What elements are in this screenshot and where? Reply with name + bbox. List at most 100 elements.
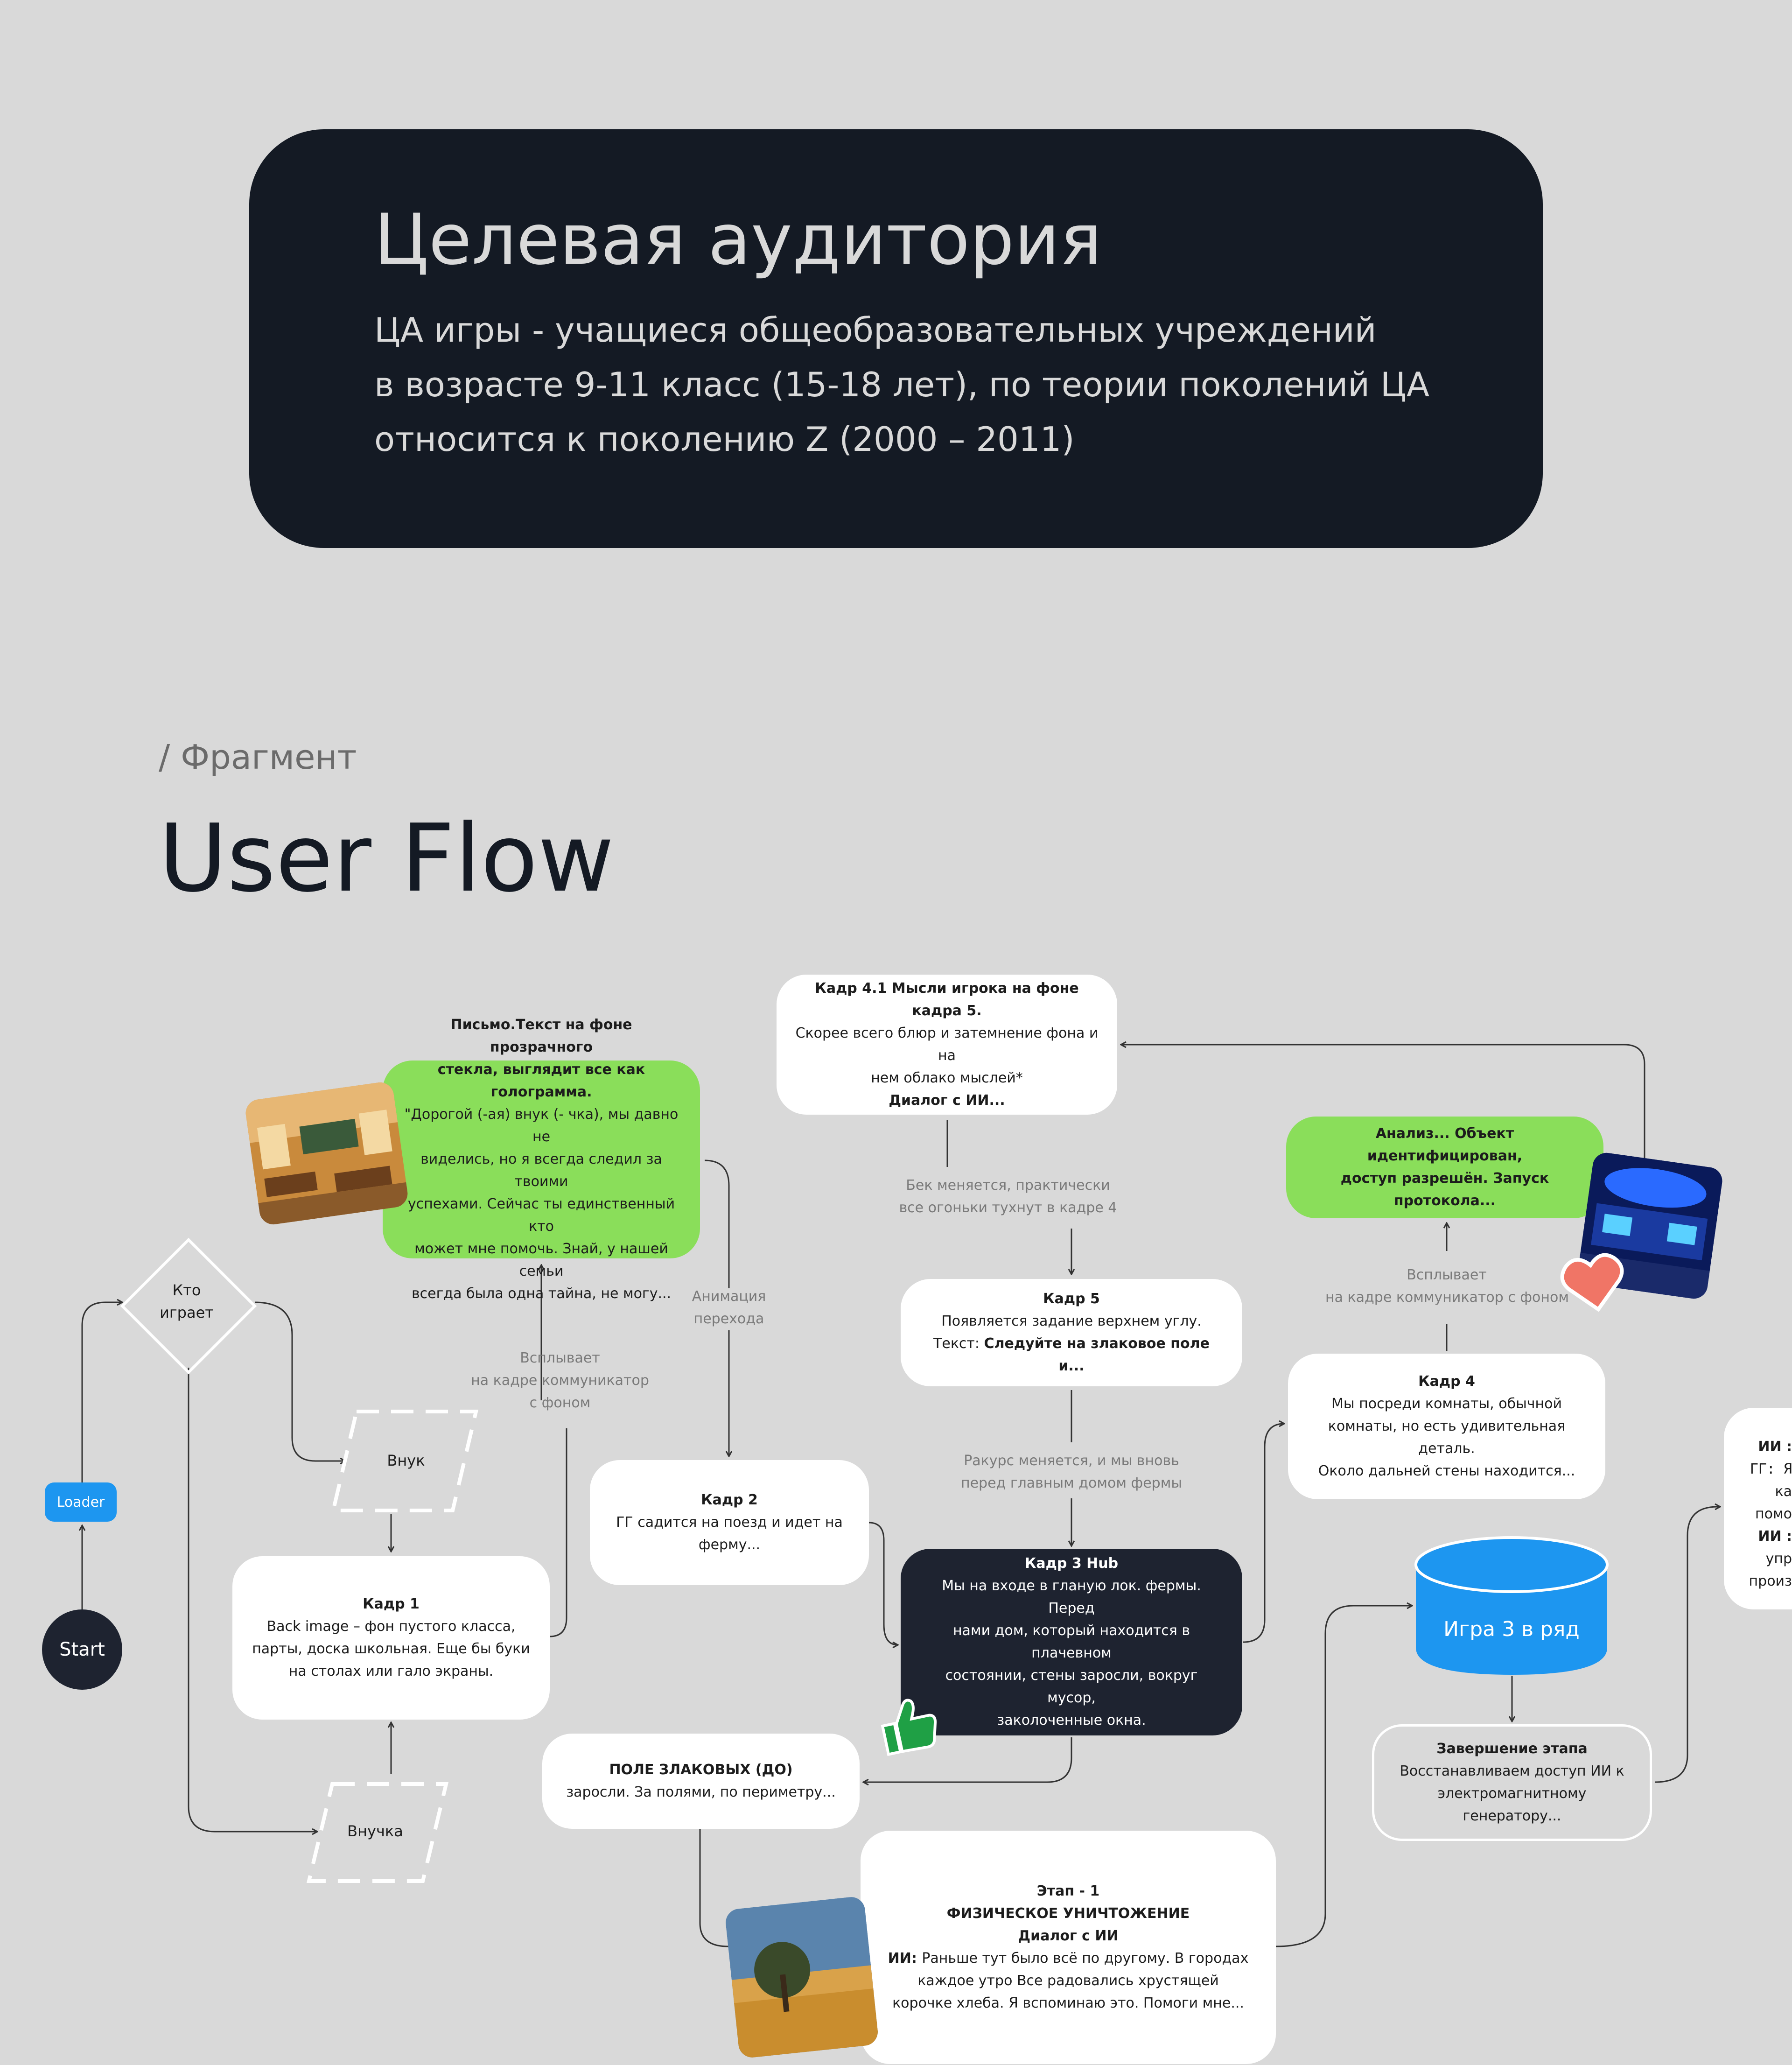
letter-node: Письмо.Текст на фоне прозрачного стекла,… [383,1017,700,1302]
letter-line: виделись, но я всегда следил за твоими [420,1151,662,1190]
stage1-node: Этап - 1 ФИЗИЧЕСКОЕ УНИЧТОЖЕНИЕ Диалог с… [861,1831,1276,2064]
stage1-line: корочке хлеба. Я вспоминаю это. Помоги м… [892,1995,1244,2011]
cutoff-line: упр [1765,1551,1792,1567]
label-line: Бек меняется, практически [906,1177,1110,1194]
cutoff-text: ИИ : ГГ: Я ка помо ИИ : упр произ [1736,1436,1792,1593]
kadr3-line: нами дом, который находится в плачевном [952,1622,1190,1661]
who-plays-label: Кто играет [140,1279,233,1324]
analysis-line: Анализ... Объект идентифицирован, [1367,1125,1523,1164]
kadr1-line: парты, доска школьная. Еще бы буки [252,1641,530,1657]
cutoff-line: помо [1755,1506,1792,1522]
thumbs-up-icon [873,1692,945,1759]
finish-line: Восстанавливаем доступ ИИ к [1400,1763,1624,1779]
granddaughter-shape [306,1782,449,1883]
kadr3-line: состоянии, стены заросли, вокруг мусор, [945,1667,1198,1706]
kadr41-line: нем облако мыслей* [871,1070,1023,1086]
heart-icon [1556,1248,1631,1319]
field-line: заросли. За полями, по периметру... [566,1784,836,1800]
game-database-label: Игра 3 в ряд [1443,1617,1580,1641]
cutoff-line: ка [1775,1483,1792,1500]
finish-title: Завершение этапа [1436,1741,1588,1757]
stage1-title: Этап - 1 [1036,1883,1100,1899]
classroom-image [244,1081,410,1226]
kadr3-hub-node: Кадр 3 Hub Мы на входе в гланую лок. фер… [901,1549,1242,1735]
label-line: перед главным домом фермы [960,1475,1183,1491]
who-plays-diamond [120,1237,257,1375]
audience-line: в возрасте 9-11 класс (15-18 лет), по те… [374,365,1430,404]
label-line: Анимация [692,1288,766,1305]
label-line: все огоньки тухнут в кадре 4 [899,1200,1117,1216]
kadr5-text-bold: Следуйте на злаковое поле и... [984,1335,1210,1374]
angle-changes-label: Ракурс меняется, и мы вновь перед главны… [952,1450,1191,1495]
kadr1-title: Кадр 1 [363,1596,420,1612]
kadr5-text-prefix: Текст: [933,1335,984,1352]
kadr5-line: Появляется задание верхнем углу. [941,1313,1202,1329]
audience-line: относится к поколению Z (2000 – 2011) [374,420,1075,459]
granddaughter-label: Внучка [347,1822,403,1840]
kadr4-line: Мы посреди комнаты, обычной [1331,1396,1562,1412]
cutoff-line: ГГ: Я [1750,1461,1792,1477]
cutoff-line: ИИ : [1758,1439,1792,1455]
edge-field-stage1 [699,1829,737,1947]
kadr5-node: Кадр 5 Появляется задание верхнем углу. … [901,1279,1242,1386]
kadr2-title: Кадр 2 [701,1492,758,1508]
kadr4-line: комнаты, но есть удивительная деталь. [1328,1418,1566,1457]
kadr2-line: ферму... [698,1537,761,1553]
kadr3-line: Мы на входе в гланую лок. фермы. Перед [942,1578,1201,1616]
edge-kadr2-kadr3 [868,1522,898,1645]
grandson-shape [330,1410,479,1512]
field-node: ПОЛЕ ЗЛАКОВЫХ (ДО) заросли. За полями, п… [542,1734,860,1829]
kadr3-title: Кадр 3 Hub [1024,1555,1119,1572]
stage1-line: ИИ: Раньше тут было всё по другому. В го… [888,1947,1249,1970]
analysis-node: Анализ... Объект идентифицирован, доступ… [1286,1117,1603,1218]
who-plays-line: Кто [172,1281,201,1299]
label-line: перехода [693,1311,764,1327]
letter-title: Письмо.Текст на фоне прозрачного [450,1017,632,1055]
audience-line: ЦА игры - учащиеся общеобразовательных у… [374,310,1377,350]
letter-line: "Дорогой (-ая) внук (- чка), мы давно не [404,1106,679,1145]
finish-line: электромагнитному генератору... [1437,1785,1587,1824]
kadr5-title: Кадр 5 [1043,1291,1100,1307]
label-line: Всплывает [520,1350,600,1366]
kadr1-node: Кадр 1 Back image – фон пустого класса, … [232,1556,550,1720]
edge-letter-kadr2 [704,1159,729,1456]
cutoff-line: произ [1749,1573,1792,1589]
letter-line: всегда была одна тайна, не могу... [411,1285,672,1302]
loader-node: Loader [45,1482,117,1522]
letter-title: стекла, выглядит все как голограмма. [437,1061,645,1100]
bg-changes-label: Бек меняется, практически все огоньки ту… [896,1174,1120,1219]
audience-description: ЦА игры - учащиеся общеобразовательных у… [374,303,1429,467]
kadr4-title: Кадр 4 [1418,1373,1475,1390]
label-line: Ракурс меняется, и мы вновь [964,1453,1179,1469]
label-line: на кадре коммуникатор с фоном [1325,1289,1569,1306]
letter-line: успехами. Сейчас ты единственный кто [407,1196,675,1235]
kadr41-footer: Диалог с ИИ... [889,1092,1005,1109]
stage1-line-text: Раньше тут было всё по другому. В города… [922,1950,1249,1967]
game-database-shape [1414,1536,1609,1675]
kadr41-node: Кадр 4.1 Мысли игрока на фоне кадра 5. С… [777,975,1117,1115]
letter-line: может мне помочь. Знай, у нашей семьи [414,1241,668,1279]
kadr2-node: Кадр 2 ГГ садится на поезд и идет на фер… [590,1460,869,1585]
start-node: Start [42,1609,122,1690]
edge-kadr41-kadr5 [946,1120,1071,1274]
popup-right-label: Всплывает на кадре коммуникатор с фоном [1325,1264,1569,1309]
edge-diamond-granddaughter [188,1368,317,1832]
cutoff-line: ИИ : [1758,1528,1792,1545]
edge-kadr1-letter [541,1265,567,1637]
kadr3-line: заколоченные окна. [997,1712,1146,1728]
kadr4-node: Кадр 4 Мы посреди комнаты, обычной комна… [1288,1354,1605,1499]
audience-title: Целевая аудитория [374,199,1102,281]
stage1-ai-prefix: ИИ: [888,1950,922,1967]
kadr1-line: Back image – фон пустого класса, [266,1618,516,1635]
kadr41-line: Скорее всего блюр и затемнение фона и на [795,1025,1099,1064]
field-image [724,1896,879,2059]
popup-left-label: Всплывает на кадре коммуникатор с фоном [467,1347,653,1414]
edge-stage1-game [1275,1606,1412,1947]
edge-analysis-kadr41 [1121,1045,1645,1162]
grandson-label: Внук [387,1452,425,1469]
edge-kadr3-kadr4 [1243,1424,1284,1643]
kadr41-title: Кадр 4.1 Мысли игрока на фоне кадра 5. [815,980,1079,1019]
cutoff-right-node: ИИ : ГГ: Я ка помо ИИ : упр произ [1724,1408,1792,1609]
field-title: ПОЛЕ ЗЛАКОВЫХ (ДО) [609,1762,793,1778]
